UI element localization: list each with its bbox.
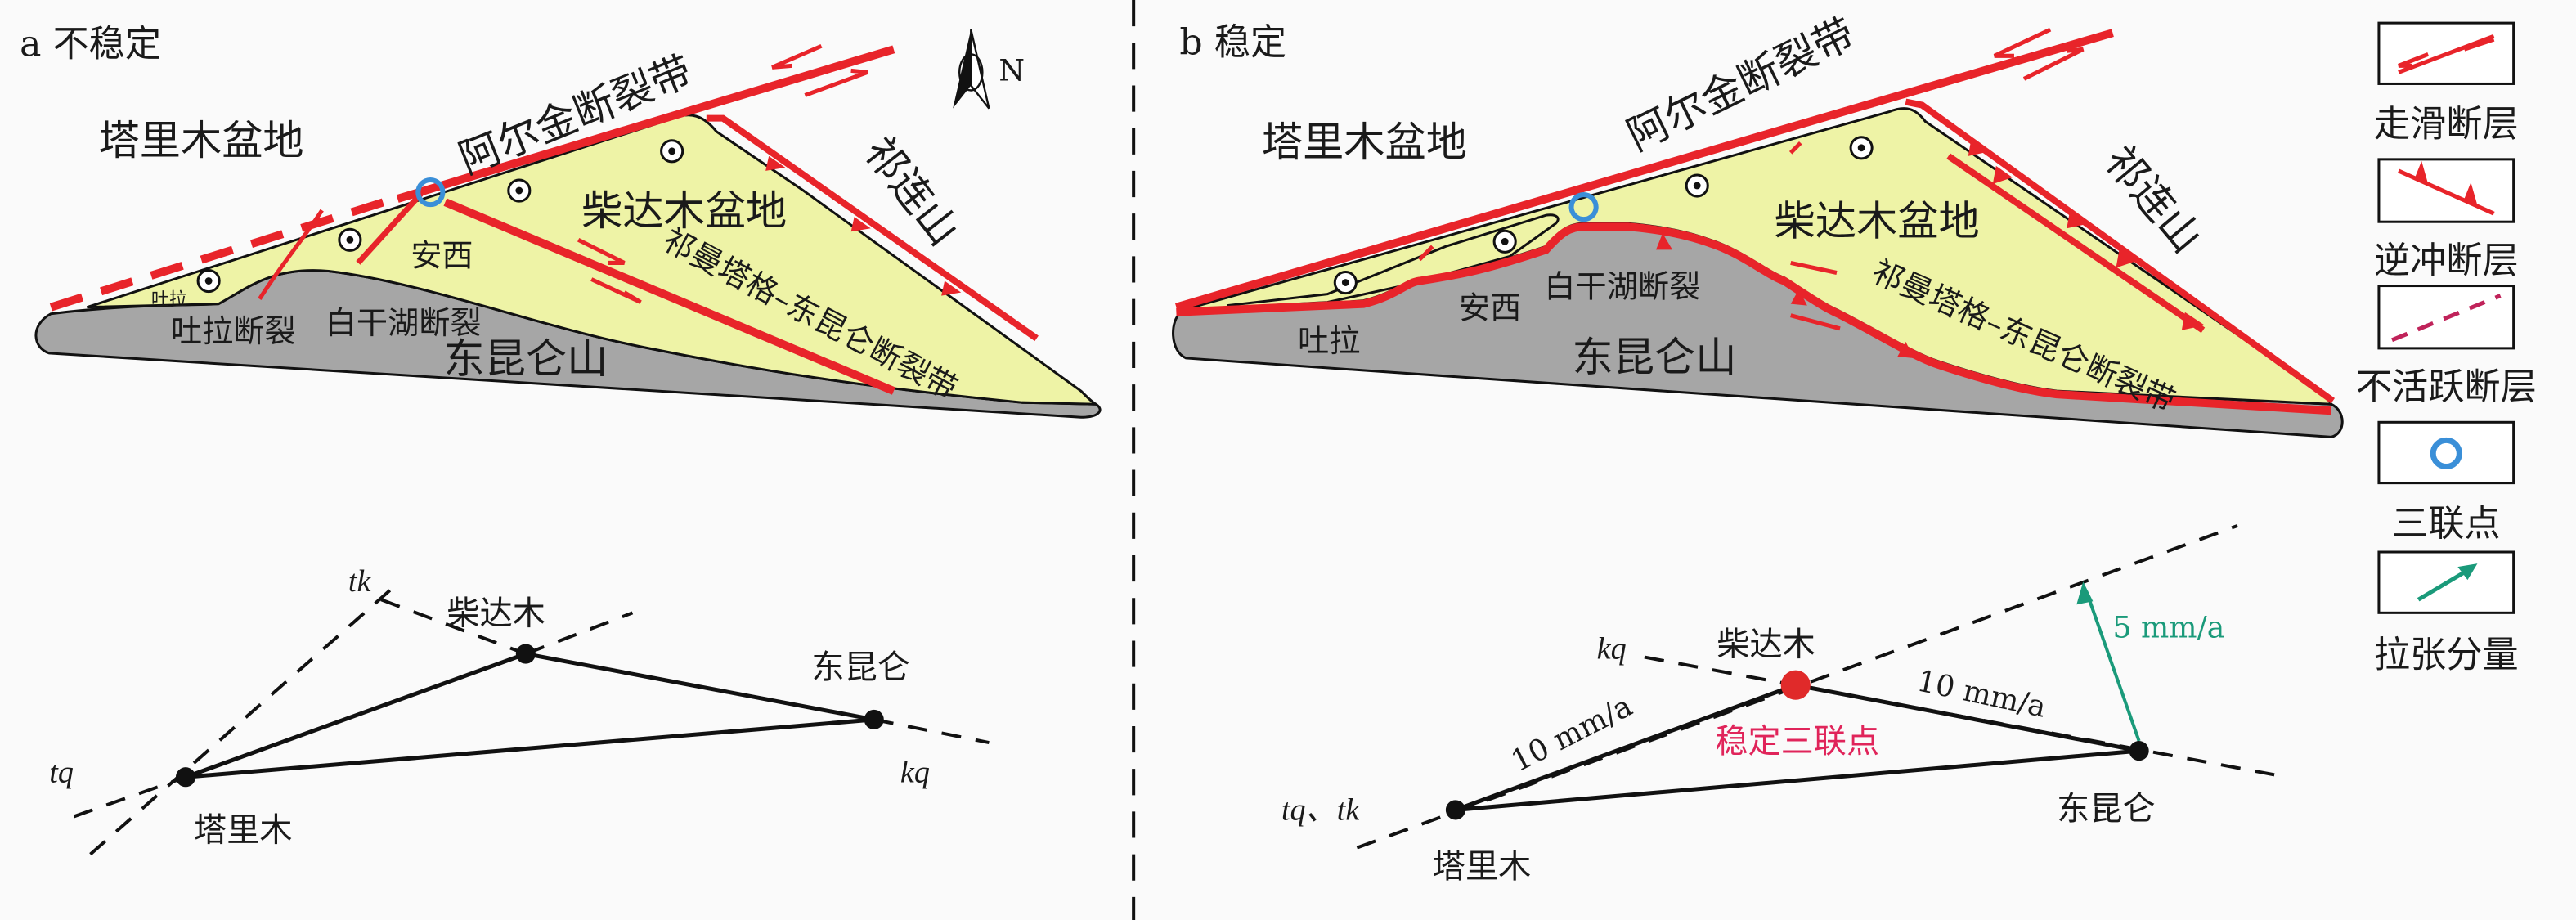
tula-label: 吐拉 (151, 289, 187, 311)
baiganhu-fault-label: 白干湖断裂 (325, 305, 482, 341)
anxi-label: 安西 (411, 237, 473, 273)
tk-label: tk (348, 564, 372, 599)
qaidam-node (515, 644, 536, 664)
triple-junction-icon (1568, 192, 1599, 222)
legend: 走滑断层 逆冲断层 不活跃断层 三联点 拉张分量 (2356, 21, 2537, 676)
panel-b-velocity-triangle: kq 柴达木 10 mm/a 10 mm/a 稳定三联点 5 mm/a 东昆仑 … (1281, 523, 2287, 886)
inner-thrust-line (1946, 153, 2206, 334)
kq-label: kq (900, 755, 930, 789)
east-kunlun-shan-label: 东昆仑山 (1573, 333, 1737, 381)
town-marker-icon (1685, 173, 1709, 198)
tarim-node (175, 767, 196, 788)
altyn-fault-line (1174, 29, 2114, 312)
qimantag-fault-line (1176, 222, 2331, 415)
anxi-label: 安西 (1459, 290, 1521, 326)
town-marker-icon (1849, 136, 1874, 160)
strike-slip-arrows (577, 43, 868, 304)
thrust-teeth (1656, 137, 2205, 358)
baiganhu-fault-label: 白干湖断裂 (1544, 269, 1700, 305)
legend-label: 走滑断层 (2374, 104, 2519, 146)
kq-dashed-line (873, 717, 990, 745)
town-marker-icon (338, 227, 362, 252)
tarim-label: 塔里木 (194, 812, 292, 850)
qaidam-label: 柴达木 (1717, 626, 1815, 664)
legend-label: 三联点 (2392, 503, 2501, 545)
qaidam-label: 柴达木 (447, 595, 545, 632)
north-arrow-icon (953, 29, 990, 110)
tula-fault-label: 吐拉断裂 (171, 313, 296, 349)
kq-label: kq (1597, 632, 1627, 666)
tarim-label: 塔里木 (1433, 848, 1531, 886)
altyn-fault-line (396, 45, 895, 203)
strike-slip-arrows (1417, 27, 2085, 331)
legend-label: 逆冲断层 (2374, 240, 2519, 281)
panel-b-label: b 稳定 (1179, 21, 1286, 63)
qilian-shan-label: 祁连山 (855, 128, 968, 254)
qimantag-fault-line (443, 198, 895, 395)
qaidam-basin-label: 柴达木盆地 (581, 186, 787, 235)
tarim-node (1445, 800, 1465, 820)
legend-label: 拉张分量 (2374, 635, 2519, 676)
town-marker-icon (196, 268, 221, 294)
east-kunlun-node (2129, 741, 2149, 761)
town-marker-icon (1492, 229, 1517, 254)
town-marker-icon (507, 178, 532, 203)
extension-rate-label: 5 mm/a (2112, 609, 2224, 644)
panel-a-label: a 不稳定 (20, 23, 161, 65)
tq-tk-label: tq、tk (1281, 792, 1360, 827)
thrust-fault-icon (2398, 160, 2495, 216)
north-label: N (999, 52, 1025, 88)
thrust-teeth (765, 155, 962, 296)
rate-tq-label: 10 mm/a (1506, 688, 1638, 779)
extension-arrow (2085, 590, 2141, 742)
baiganhu-fault-line (356, 188, 426, 265)
tq-label: tq (49, 755, 74, 789)
legend-box (2377, 420, 2515, 485)
legend-label: 不活跃断层 (2356, 366, 2537, 408)
qilian-thrust-line (1905, 98, 2336, 404)
extension-arrow-icon (2417, 563, 2478, 602)
qaidam-basin-label: 柴达木盆地 (1775, 196, 1980, 245)
extension-arrowhead-icon (2076, 581, 2094, 605)
stable-point-label: 稳定三联点 (1715, 723, 1879, 761)
town-marker-icon (1333, 270, 1358, 295)
qaidam-dashed-line-left (380, 598, 527, 656)
panel-a-map: a 不稳定 N 塔里木盆地 阿尔金断裂带 柴达木盆地 祁连山 (20, 23, 1102, 419)
panel-b-map: b 稳定 塔里木盆地 阿尔金断裂带 柴达木盆地 祁连山 祁曼塔格–东昆仑断裂带 … (1172, 8, 2344, 438)
east-kunlun-label: 东昆仑 (811, 649, 909, 687)
inactive-fault-dashed (49, 195, 396, 312)
east-kunlun-label: 东昆仑 (2057, 790, 2155, 828)
qaidam-dashed-line-right (525, 611, 634, 656)
rate-kq-label: 10 mm/a (1914, 662, 2049, 724)
east-kunlun-node (864, 709, 884, 729)
velocity-triangle (185, 651, 875, 779)
strike-slip-fault-icon (2398, 34, 2495, 74)
town-marker-icon (660, 139, 684, 164)
triple-junction-icon (2430, 437, 2462, 470)
velocity-triangle (1455, 683, 2140, 812)
inactive-fault-icon (2391, 294, 2502, 343)
tula-fault-line (258, 209, 324, 300)
east-kunlun-shan-label: 东昆仑山 (443, 334, 608, 383)
qilian-thrust-line (706, 114, 1039, 342)
tarim-basin-label: 塔里木盆地 (1262, 118, 1467, 166)
tarim-basin-label: 塔里木盆地 (99, 116, 304, 164)
stable-triple-junction-node (1780, 670, 1811, 700)
panel-a-velocity-triangle: 柴达木 东昆仑 塔里木 tk tq kq (49, 564, 990, 856)
tula-label: 吐拉 (1298, 323, 1360, 359)
triple-junction-icon (415, 177, 446, 208)
